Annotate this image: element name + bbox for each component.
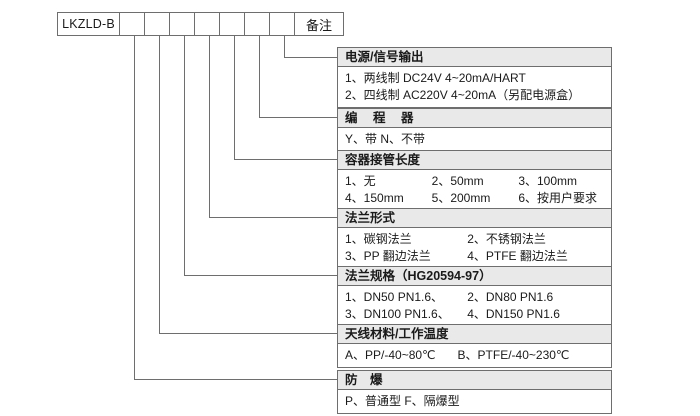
code-slot-1[interactable] bbox=[120, 13, 145, 35]
option-item[interactable]: 4、150mm bbox=[345, 191, 404, 205]
option-item[interactable]: 1、DN50 PN1.6、 bbox=[345, 290, 444, 304]
option-row: 2、四线制 AC220V 4~20mA（另配电源盒） bbox=[345, 87, 605, 104]
option-item[interactable]: 1、碳钢法兰 bbox=[345, 232, 412, 246]
option-item[interactable]: 3、100mm bbox=[518, 174, 578, 188]
option-item[interactable]: 6、按用户要求 bbox=[518, 191, 597, 205]
block-body: 1、碳钢法兰 2、不锈钢法兰 3、PP 翻边法兰 4、PTFE 翻边法兰 bbox=[338, 228, 611, 268]
block-title: 电源/信号输出 bbox=[338, 48, 611, 67]
block-body: A、PP/-40~80℃ B、PTFE/-40~230℃ bbox=[338, 344, 611, 367]
model-code-cell: LKZLD-B bbox=[58, 13, 120, 35]
option-item[interactable]: Y、带 N、不带 bbox=[345, 132, 426, 146]
code-slot-3[interactable] bbox=[170, 13, 195, 35]
block-body: 1、无 2、50mm 3、100mm 4、150mm 5、200mm 6、按用户… bbox=[338, 170, 611, 210]
option-item[interactable]: 2、四线制 AC220V 4~20mA（另配电源盒） bbox=[345, 88, 581, 102]
option-item[interactable]: 3、DN100 PN1.6、 bbox=[345, 307, 450, 321]
connector-line-1-h bbox=[284, 57, 337, 58]
block-flange-spec: 法兰规格（HG20594-97） 1、DN50 PN1.6、 2、DN80 PN… bbox=[337, 266, 612, 327]
code-slot-4[interactable] bbox=[195, 13, 220, 35]
code-slot-5[interactable] bbox=[220, 13, 245, 35]
option-item[interactable]: 4、PTFE 翻边法兰 bbox=[467, 249, 568, 263]
connector-line-4 bbox=[209, 36, 210, 218]
option-row: 1、两线制 DC24V 4~20mA/HART bbox=[345, 70, 605, 87]
block-body: 1、DN50 PN1.6、 2、DN80 PN1.6 3、DN100 PN1.6… bbox=[338, 286, 611, 326]
option-row: 1、碳钢法兰 2、不锈钢法兰 bbox=[345, 231, 605, 248]
block-body: 1、两线制 DC24V 4~20mA/HART 2、四线制 AC220V 4~2… bbox=[338, 67, 611, 107]
code-slot-2[interactable] bbox=[145, 13, 170, 35]
connector-line-4-h bbox=[209, 217, 337, 218]
block-body: Y、带 N、不带 bbox=[338, 128, 611, 151]
connector-line-2-h bbox=[259, 117, 337, 118]
connector-line-6 bbox=[159, 36, 160, 334]
option-item[interactable]: B、PTFE/-40~230℃ bbox=[457, 348, 570, 362]
option-item[interactable]: 1、两线制 DC24V 4~20mA/HART bbox=[345, 71, 526, 85]
option-item[interactable]: 5、200mm bbox=[431, 191, 491, 205]
option-item[interactable]: 3、PP 翻边法兰 bbox=[345, 249, 431, 263]
option-row: 1、无 2、50mm 3、100mm bbox=[345, 173, 605, 190]
option-row: 3、DN100 PN1.6、 4、DN150 PN1.6 bbox=[345, 306, 605, 323]
option-item[interactable]: 4、DN150 PN1.6 bbox=[467, 307, 560, 321]
option-row: A、PP/-40~80℃ B、PTFE/-40~230℃ bbox=[345, 347, 605, 364]
block-antenna-material-temp: 天线材料/工作温度 A、PP/-40~80℃ B、PTFE/-40~230℃ bbox=[337, 324, 612, 368]
model-code-row: LKZLD-B 备注 bbox=[57, 12, 344, 36]
code-slot-6[interactable] bbox=[245, 13, 270, 35]
option-row: Y、带 N、不带 bbox=[345, 131, 605, 148]
option-row: 1、DN50 PN1.6、 2、DN80 PN1.6 bbox=[345, 289, 605, 306]
block-title: 天线材料/工作温度 bbox=[338, 325, 611, 344]
connector-line-7 bbox=[134, 36, 135, 380]
block-title: 编 程 器 bbox=[338, 109, 611, 128]
block-title: 法兰规格（HG20594-97） bbox=[338, 267, 611, 286]
code-slot-7[interactable] bbox=[270, 13, 295, 35]
block-title: 防 爆 bbox=[338, 371, 611, 390]
block-vessel-nozzle-length: 容器接管长度 1、无 2、50mm 3、100mm 4、150mm 5、200m… bbox=[337, 150, 612, 211]
block-flange-type: 法兰形式 1、碳钢法兰 2、不锈钢法兰 3、PP 翻边法兰 4、PTFE 翻边法… bbox=[337, 208, 612, 269]
connector-line-3-h bbox=[234, 159, 337, 160]
option-item[interactable]: 1、无 bbox=[345, 174, 376, 188]
connector-line-5-h bbox=[184, 275, 337, 276]
option-item[interactable]: P、普通型 F、隔爆型 bbox=[345, 394, 460, 408]
option-item[interactable]: A、PP/-40~80℃ bbox=[345, 348, 436, 362]
block-title: 容器接管长度 bbox=[338, 151, 611, 170]
option-item[interactable]: 2、50mm bbox=[431, 174, 484, 188]
connector-line-7-h bbox=[134, 379, 337, 380]
block-title: 法兰形式 bbox=[338, 209, 611, 228]
block-explosion-proof: 防 爆 P、普通型 F、隔爆型 bbox=[337, 370, 612, 414]
option-item[interactable]: 2、不锈钢法兰 bbox=[467, 232, 546, 246]
connector-line-5 bbox=[184, 36, 185, 276]
block-power-signal-output: 电源/信号输出 1、两线制 DC24V 4~20mA/HART 2、四线制 AC… bbox=[337, 47, 612, 108]
option-row: 3、PP 翻边法兰 4、PTFE 翻边法兰 bbox=[345, 248, 605, 265]
connector-line-6-h bbox=[159, 333, 337, 334]
connector-line-1 bbox=[284, 36, 285, 58]
option-row: 4、150mm 5、200mm 6、按用户要求 bbox=[345, 190, 605, 207]
option-item[interactable]: 2、DN80 PN1.6 bbox=[467, 290, 554, 304]
connector-line-3 bbox=[234, 36, 235, 160]
note-cell: 备注 bbox=[305, 17, 332, 33]
connector-line-2 bbox=[259, 36, 260, 118]
block-body: P、普通型 F、隔爆型 bbox=[338, 390, 611, 413]
block-programmer: 编 程 器 Y、带 N、不带 bbox=[337, 108, 612, 152]
option-row: P、普通型 F、隔爆型 bbox=[345, 393, 605, 410]
